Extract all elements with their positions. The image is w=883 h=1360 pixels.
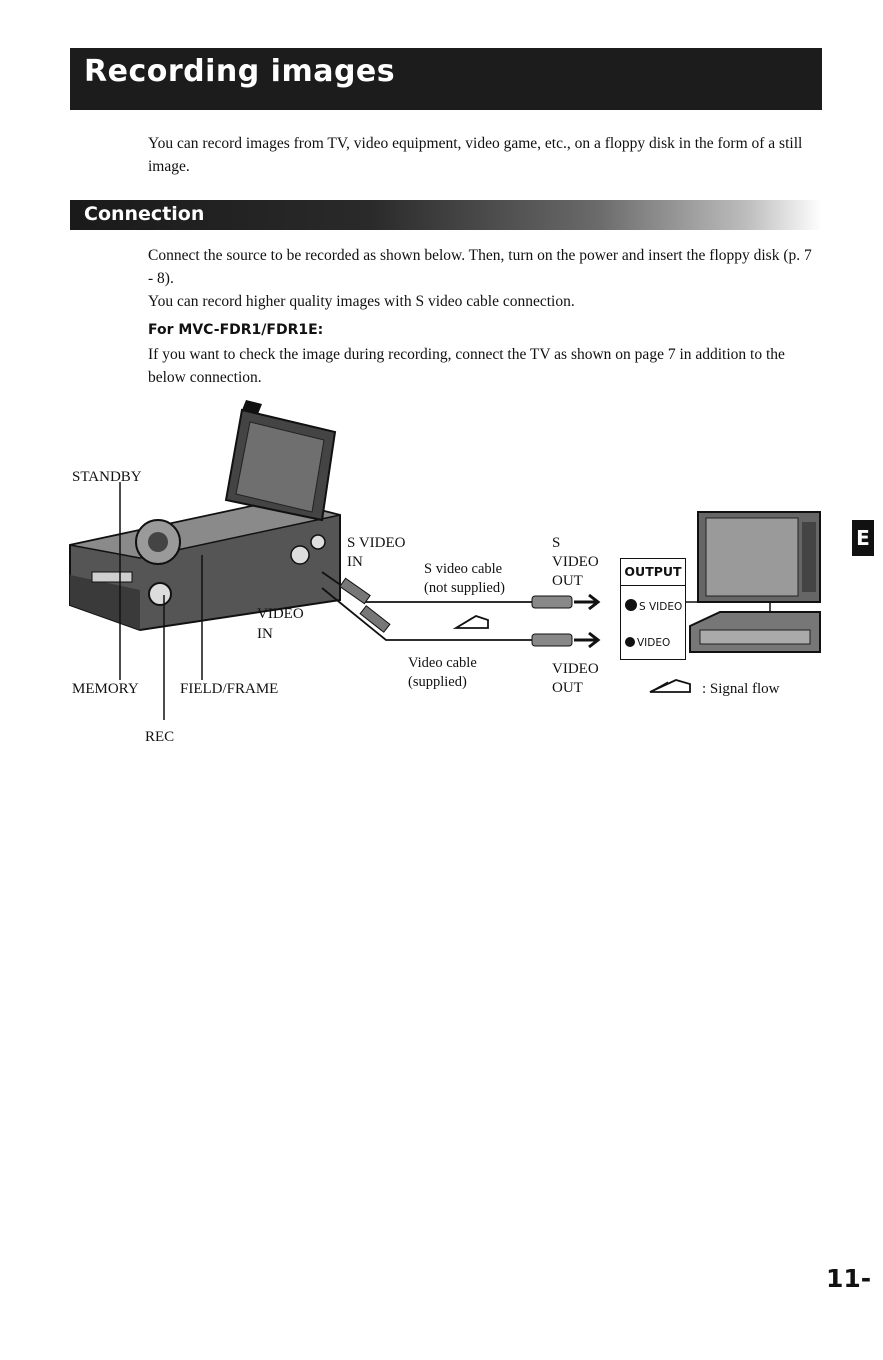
s-video-out-label-3: OUT — [552, 573, 583, 589]
video-cable-label-2: (supplied) — [408, 674, 467, 690]
s-video-out-label-2: VIDEO — [552, 554, 599, 570]
signal-flow-symbol — [452, 615, 489, 629]
connection-paragraph: Connect the source to be recorded as sho… — [148, 247, 812, 287]
video-out-label-2: OUT — [552, 680, 583, 696]
output-title: OUTPUT — [621, 559, 685, 586]
title-banner: Recording images — [70, 48, 822, 110]
model-heading: For MVC-FDR1/FDR1E: — [148, 322, 324, 338]
output-video-row: VIDEO — [625, 637, 670, 649]
rec-label: REC — [145, 729, 175, 745]
quality-paragraph: You can record higher quality images wit… — [148, 293, 575, 310]
s-video-in-label: S VIDEO — [347, 535, 406, 551]
tv-vcr-illustration — [683, 511, 821, 653]
video-in-label-2: IN — [257, 626, 273, 642]
camera-illustration — [69, 400, 341, 632]
page-number: 11- — [826, 1264, 872, 1293]
output-panel: OUTPUT S VIDEO VIDEO — [620, 558, 686, 660]
video-jack-icon — [625, 637, 635, 647]
s-video-out-label: S — [552, 535, 561, 551]
standby-label: STANDBY — [72, 469, 142, 485]
signal-flow-legend-symbol — [649, 679, 691, 693]
video-out-label: VIDEO — [552, 661, 599, 677]
memory-label: MEMORY — [72, 681, 139, 697]
output-s-video-row: S VIDEO — [625, 599, 682, 613]
language-tab: E — [852, 520, 874, 556]
intro-paragraph: You can record images from TV, video equ… — [148, 135, 803, 175]
video-in-label: VIDEO — [257, 606, 304, 622]
page-title: Recording images — [84, 54, 396, 89]
s-video-jack-icon — [625, 599, 637, 611]
model-paragraph: If you want to check the image during re… — [148, 346, 785, 386]
signal-flow-label: : Signal flow — [702, 681, 780, 697]
section-banner: Connection — [70, 200, 822, 230]
output-video-label: VIDEO — [637, 637, 671, 649]
section-title: Connection — [84, 203, 205, 225]
s-video-in-label-2: IN — [347, 554, 363, 570]
s-cable-label: S video cable — [424, 561, 503, 577]
s-cable-label-2: (not supplied) — [424, 580, 505, 596]
video-cable-label: Video cable — [408, 655, 477, 671]
connection-diagram — [69, 400, 821, 720]
output-s-video-label: S VIDEO — [639, 601, 683, 613]
field-frame-label: FIELD/FRAME — [180, 681, 279, 697]
